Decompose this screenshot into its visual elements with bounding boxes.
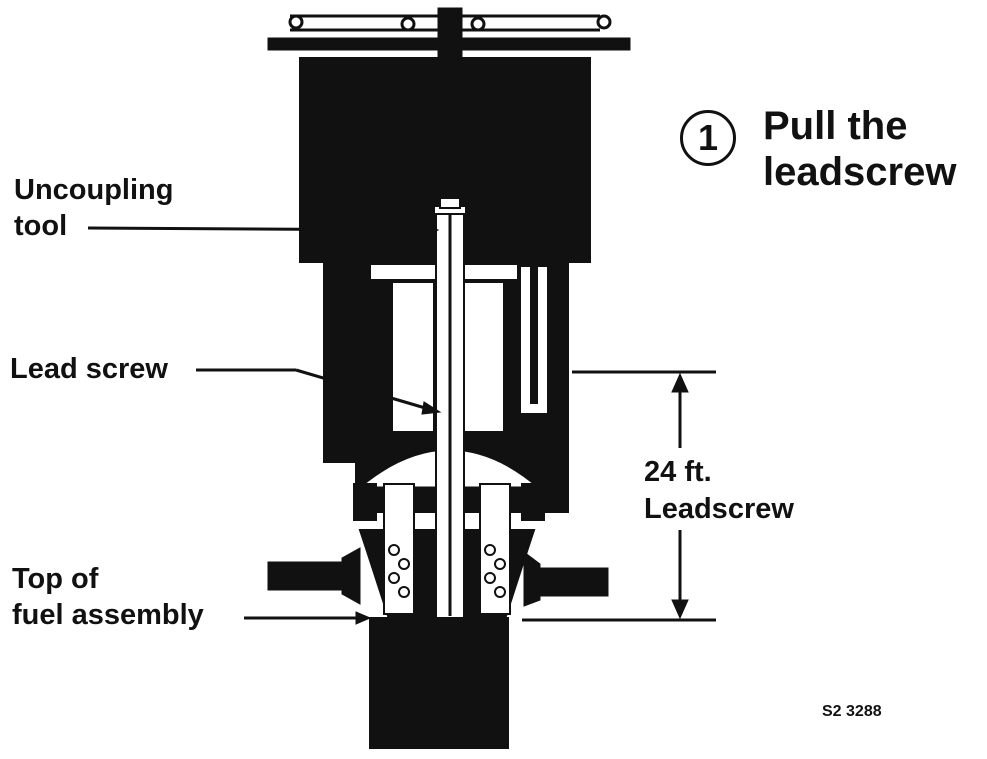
label-top-fuel-line1: Top of [12, 563, 99, 595]
hoist-block [437, 7, 463, 63]
nozzle-right [539, 567, 609, 597]
label-dimension-line1: 24 ft. [644, 456, 712, 488]
label-lead-screw: Lead screw [10, 353, 168, 385]
step-title-line1: Pull the [763, 104, 908, 148]
nozzle-left [267, 561, 343, 591]
step-title-line2: leadscrew [763, 150, 957, 194]
step-number-badge: 1 [680, 110, 736, 166]
label-uncoupling-tool-line2: tool [14, 210, 68, 242]
figure-code: S2 3288 [822, 703, 882, 720]
label-top-fuel-line2: fuel assembly [12, 599, 204, 631]
label-uncoupling-tool-line1: Uncoupling [14, 174, 174, 206]
label-dimension-line2: Leadscrew [644, 493, 794, 525]
fuel-assembly-block [369, 617, 509, 749]
leader-uncoupling-tool [87, 226, 433, 232]
